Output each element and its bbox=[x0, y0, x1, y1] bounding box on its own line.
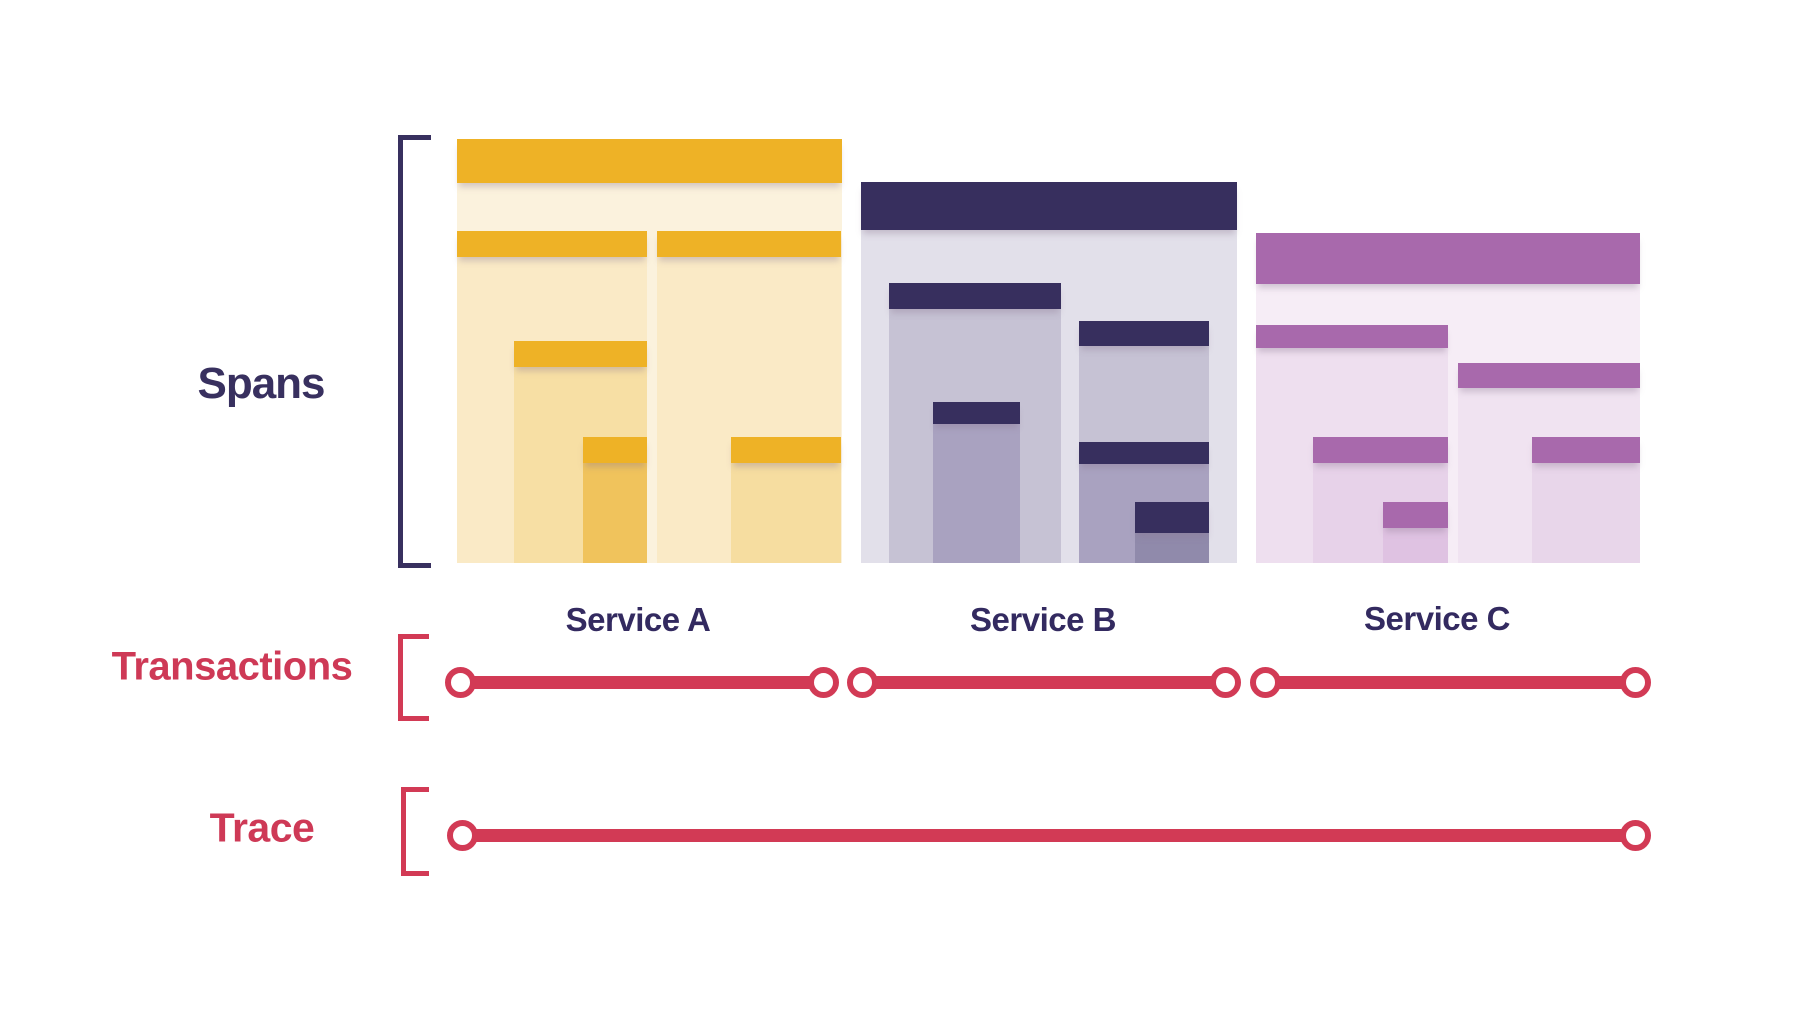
service-c-child-span-1-l2-bar bbox=[1313, 437, 1448, 463]
service-a-child-span-1-l3-bar bbox=[583, 437, 647, 463]
transactions-bracket bbox=[398, 634, 429, 721]
transaction-3-end-circle bbox=[1619, 666, 1651, 698]
service-c-child-span-2-bar bbox=[1458, 363, 1640, 388]
service-a-child-span-2-bar bbox=[657, 231, 841, 257]
service-b-child-span-1-bar bbox=[889, 283, 1061, 309]
spans-label: Spans bbox=[197, 359, 325, 408]
service-a-child-span-1-bar bbox=[457, 231, 647, 257]
trace-start-circle bbox=[446, 819, 478, 851]
service-b-child-span-2-l3-bar bbox=[1135, 502, 1209, 533]
service-b-child-span-2-bar bbox=[1079, 321, 1209, 346]
service-b-child-span-2-l2-bar bbox=[1079, 442, 1209, 464]
service-c-child-span-2-l2-bar bbox=[1532, 437, 1640, 463]
service-c-child-span-1-bar bbox=[1256, 325, 1448, 348]
transaction-2-line bbox=[862, 675, 1225, 689]
transaction-2-start-circle bbox=[846, 666, 878, 698]
service-b-child-span-1-l2-body bbox=[933, 402, 1020, 563]
service-c-root-span-bar bbox=[1256, 233, 1640, 284]
service-a-child-span-2-l2-bar bbox=[731, 437, 841, 463]
trace-label: Trace bbox=[209, 804, 315, 851]
service-b-root-span-bar bbox=[861, 182, 1237, 230]
service-a-label: Service A bbox=[565, 601, 711, 638]
trace-bracket bbox=[401, 787, 429, 876]
trace-end-circle bbox=[1619, 819, 1651, 851]
service-a-root-span-bar bbox=[457, 139, 842, 183]
trace-line bbox=[462, 828, 1635, 842]
service-c-child-span-1-l3-bar bbox=[1383, 502, 1448, 528]
transactions-label: Transactions bbox=[111, 644, 353, 689]
service-c-label: Service C bbox=[1364, 600, 1510, 637]
transaction-1-start-circle bbox=[444, 666, 476, 698]
transaction-3-start-circle bbox=[1249, 666, 1281, 698]
transaction-1-end-circle bbox=[807, 666, 839, 698]
spans-bracket bbox=[398, 135, 431, 568]
service-b-label: Service B bbox=[970, 601, 1116, 638]
transaction-2-end-circle bbox=[1209, 666, 1241, 698]
service-a-child-span-1-l2-bar bbox=[514, 341, 647, 367]
transaction-1-line bbox=[460, 675, 823, 689]
transaction-3-line bbox=[1265, 675, 1635, 689]
service-b-child-span-1-l2-bar bbox=[933, 402, 1020, 424]
